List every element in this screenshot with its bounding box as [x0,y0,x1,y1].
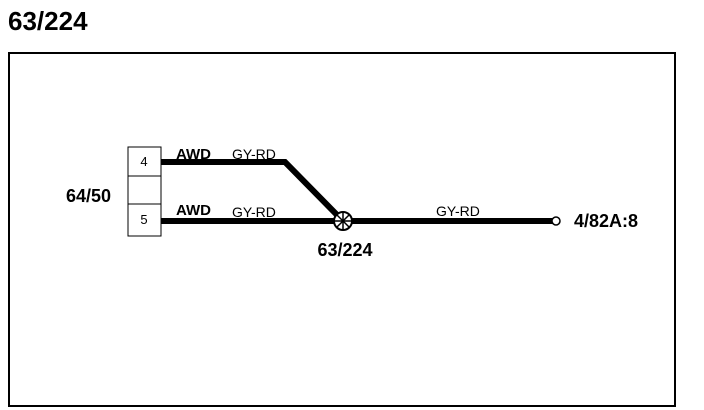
wire-2-color-label: GY-RD [232,204,276,220]
connector-pin-cell-5 [127,203,162,237]
wire-1-color-label: GY-RD [232,146,276,162]
connector-64-50: 4 5 [127,146,162,237]
connector-pin-label-5: 5 [140,212,147,227]
destination-id-label: 4/82A:8 [574,211,638,231]
connector-pin-cell-4 [127,146,162,177]
page-title: 63/224 [8,6,88,36]
splice-id-label: 63/224 [317,240,372,260]
connector-pin-label-4: 4 [140,154,147,169]
wire-3-color-label: GY-RD [436,203,480,219]
wire-pin4-to-splice [161,159,346,224]
connector-id-label: 64/50 [66,186,111,206]
wire-2-function-label: AWD [176,202,211,219]
connector-pin-cell-empty [127,175,162,205]
terminal-end-icon [551,216,561,226]
diagram-frame [8,52,676,407]
wire-1-function-label: AWD [176,146,211,163]
splice-icon [333,211,353,231]
